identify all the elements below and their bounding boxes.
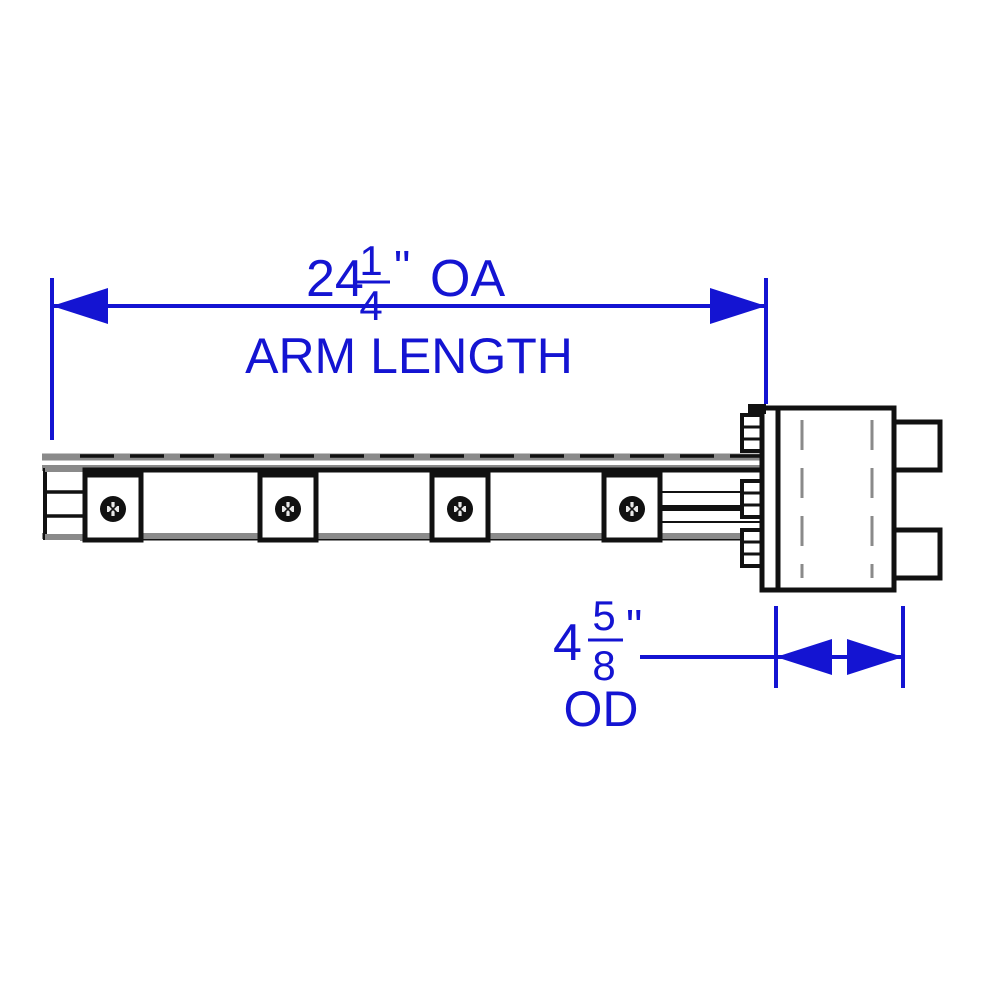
head-tab-lower <box>891 527 943 581</box>
clamp-block <box>82 467 144 543</box>
dimension-od <box>640 606 905 688</box>
clamp-block <box>429 467 491 543</box>
arm-length-numerator: 1 <box>359 237 382 284</box>
od-arrow-right <box>847 639 903 675</box>
arm-centerline <box>42 453 770 461</box>
flange-head-body <box>775 405 897 593</box>
arm-length-label: ARM LENGTH <box>245 328 573 384</box>
arm-length-value: 24 1 4 " OA <box>306 237 505 329</box>
clamp-block <box>257 467 319 543</box>
clamp-block <box>601 467 663 543</box>
od-whole: 4 <box>553 614 582 672</box>
assembly-geometry <box>42 404 943 593</box>
arm-length-unit: " <box>394 241 410 293</box>
arrow-left <box>52 288 108 324</box>
arm-length-whole: 24 <box>306 250 364 308</box>
od-unit: " <box>626 600 642 652</box>
arm-length-denominator: 4 <box>359 282 382 329</box>
od-value: 4 5 8 " <box>553 592 642 689</box>
od-label: OD <box>564 681 639 737</box>
od-denominator: 8 <box>592 642 615 689</box>
flange-top-nub <box>748 404 766 414</box>
od-arrow-left <box>776 639 832 675</box>
left-end-cap <box>43 466 87 540</box>
arm-length-suffix: OA <box>430 250 505 308</box>
arrow-right <box>710 288 766 324</box>
od-numerator: 5 <box>592 592 615 639</box>
dimension-arm-length <box>50 236 768 440</box>
head-tab-upper <box>891 419 943 473</box>
